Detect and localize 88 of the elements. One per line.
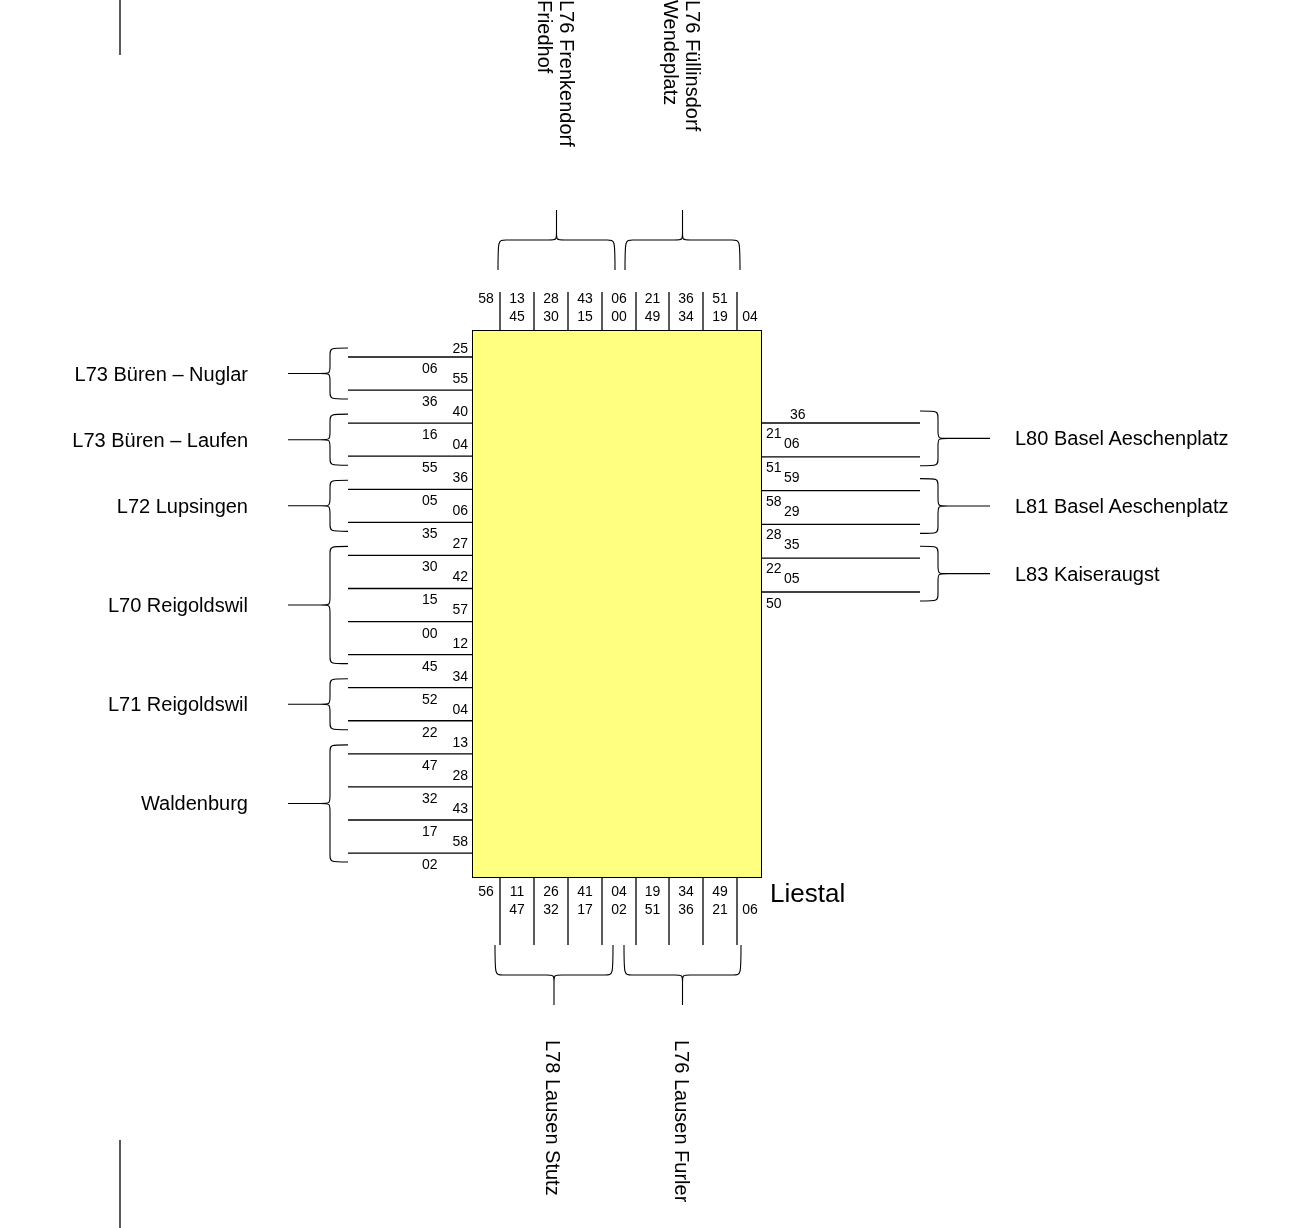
time-label: 05 (422, 493, 438, 508)
time-label: 34 (451, 668, 468, 683)
time-label: 49 (643, 309, 662, 323)
route-label: L73 Büren – Laufen (71, 428, 248, 451)
time-label: 21 (643, 291, 662, 305)
time-label: 02 (610, 902, 628, 916)
time-label: 28 (542, 291, 560, 305)
route-label: L73 Büren – Nuglar (73, 362, 248, 385)
station-name: Liestal (770, 880, 846, 906)
time-label: 32 (422, 790, 438, 805)
route-label: L72 Lupsingen (115, 494, 248, 517)
route-label: L80 Basel Aeschenplatz (1015, 427, 1229, 450)
time-label: 29 (784, 503, 800, 518)
time-label: 58 (451, 833, 468, 848)
time-label: 02 (422, 857, 438, 872)
time-label: 11 (508, 884, 526, 898)
time-label: 00 (610, 309, 628, 323)
time-label: 16 (422, 427, 438, 442)
time-label: 06 (451, 503, 468, 518)
time-label: 05 (784, 571, 800, 586)
time-label: 36 (677, 291, 695, 305)
time-label: 36 (451, 470, 468, 485)
time-label: 19 (643, 884, 662, 898)
time-label: 47 (508, 902, 526, 916)
time-label: 17 (576, 902, 594, 916)
time-label: 58 (766, 493, 782, 508)
time-label: 36 (677, 902, 695, 916)
time-label: 17 (422, 823, 438, 838)
time-label: 43 (451, 800, 468, 815)
time-label: 55 (422, 460, 438, 475)
time-label: 52 (422, 691, 438, 706)
time-label: 06 (784, 436, 800, 450)
time-label: 51 (711, 291, 729, 305)
time-label: 51 (643, 902, 662, 916)
time-label: 45 (422, 658, 438, 673)
route-label: L71 Reigoldswil (106, 693, 248, 716)
time-label: 28 (451, 767, 468, 782)
time-label: 58 (477, 291, 495, 305)
time-label: 04 (451, 701, 468, 716)
time-label: 00 (422, 625, 438, 640)
time-label: 25 (451, 341, 468, 355)
route-label: L76 Füllinsdorf Wendeplatz (659, 0, 704, 134)
route-label: L76 Lausen Furler (670, 1040, 693, 1203)
route-label: L83 Kaiseraugst (1015, 562, 1160, 585)
time-label: 32 (542, 902, 560, 916)
time-label: 55 (451, 371, 468, 385)
time-label: 42 (451, 569, 468, 584)
time-label: 36 (422, 394, 438, 409)
time-label: 47 (422, 757, 438, 772)
route-label: L78 Lausen Stutz (542, 1040, 564, 1196)
time-label: 30 (422, 559, 438, 574)
time-label: 21 (711, 902, 729, 916)
time-label: 04 (610, 884, 628, 898)
route-label: L70 Reigoldswil (106, 594, 248, 616)
time-label: 22 (422, 724, 438, 739)
time-label: 34 (677, 309, 695, 323)
route-label: L76 Frenkendorf Friedhof (533, 0, 578, 149)
time-label: 06 (422, 361, 438, 375)
time-label: 27 (451, 536, 468, 551)
time-label: 15 (576, 309, 594, 323)
time-label: 06 (741, 902, 759, 916)
time-label: 40 (451, 404, 468, 419)
time-label: 36 (790, 407, 806, 421)
route-label: Waldenburg (139, 792, 248, 815)
time-label: 51 (766, 459, 782, 474)
time-label: 19 (711, 309, 729, 323)
time-label: 04 (741, 309, 759, 323)
time-label: 30 (542, 309, 560, 323)
time-label: 13 (508, 291, 526, 305)
time-label: 41 (576, 884, 594, 898)
time-label: 26 (542, 884, 560, 898)
time-label: 28 (766, 527, 782, 542)
time-label: 57 (451, 602, 468, 617)
time-label: 22 (766, 561, 782, 576)
time-label: 43 (576, 291, 594, 305)
time-label: 12 (451, 635, 468, 650)
route-label: L81 Basel Aeschenplatz (1015, 495, 1229, 517)
time-label: 59 (784, 469, 800, 484)
time-label: 35 (422, 526, 438, 541)
time-label: 34 (677, 884, 695, 898)
time-label: 45 (508, 309, 526, 323)
time-label: 06 (610, 291, 628, 305)
time-label: 13 (451, 734, 468, 749)
time-label: 49 (711, 884, 729, 898)
time-label: 04 (451, 437, 468, 452)
time-label: 35 (784, 537, 800, 552)
time-label: 15 (422, 592, 438, 607)
time-label: 56 (477, 884, 495, 898)
